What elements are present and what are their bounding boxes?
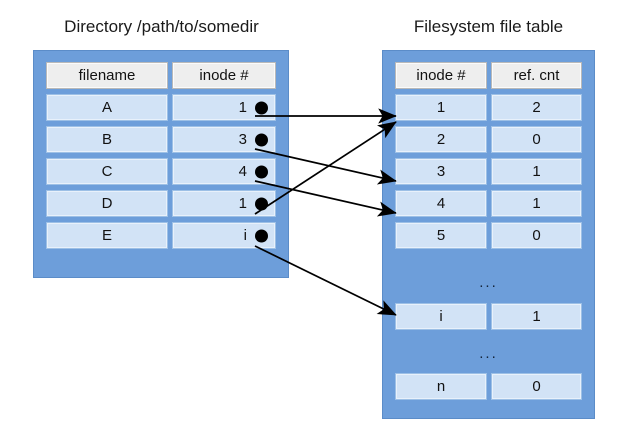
file-table-row-4[interactable]: 4 1	[395, 190, 582, 217]
directory-inode-c: 4	[172, 158, 276, 185]
file-table-inode-n: n	[395, 373, 487, 400]
file-table-ellipsis-upper: ...	[479, 274, 498, 291]
directory-filename-b: B	[46, 126, 168, 153]
file-table-ellipsis-lower: ...	[479, 345, 498, 362]
file-table-refcnt-4: 1	[491, 190, 582, 217]
pointer-dot-e	[255, 229, 268, 242]
pointer-dot-a	[255, 101, 268, 114]
file-table-row-2[interactable]: 2 0	[395, 126, 582, 153]
file-table-inode-5: 5	[395, 222, 487, 249]
directory-inode-a: 1	[172, 94, 276, 121]
directory-filename-d: D	[46, 190, 168, 217]
file-table-row-1[interactable]: 1 2	[395, 94, 582, 121]
directory-title: Directory /path/to/somedir	[64, 17, 259, 36]
directory-inode-b-value: 3	[238, 131, 247, 148]
directory-row-b[interactable]: B 3	[46, 126, 276, 153]
directory-header-filename: filename	[46, 62, 168, 89]
file-table-refcnt-1: 2	[491, 94, 582, 121]
file-table-inode-2: 2	[395, 126, 487, 153]
directory-inode-c-value: 4	[238, 163, 247, 180]
pointer-dot-b	[255, 133, 268, 146]
directory-header-inode: inode #	[172, 62, 276, 89]
file-table-row-3[interactable]: 3 1	[395, 158, 582, 185]
file-table-refcnt-n: 0	[491, 373, 582, 400]
directory-filename-a: A	[46, 94, 168, 121]
file-table-inode-1: 1	[395, 94, 487, 121]
file-table-row-5[interactable]: 5 0	[395, 222, 582, 249]
file-table-refcnt-5: 0	[491, 222, 582, 249]
file-table-refcnt-2: 0	[491, 126, 582, 153]
file-table-inode-3: 3	[395, 158, 487, 185]
file-table-header-inode: inode #	[395, 62, 487, 89]
file-table-inode-i: i	[395, 303, 487, 330]
directory-inode-e: i	[172, 222, 276, 249]
directory-row-c[interactable]: C 4	[46, 158, 276, 185]
directory-filename-c: C	[46, 158, 168, 185]
file-table-refcnt-3: 1	[491, 158, 582, 185]
directory-filename-e: E	[46, 222, 168, 249]
directory-inode-e-value: i	[243, 227, 247, 244]
directory-inode-b: 3	[172, 126, 276, 153]
file-table-inode-4: 4	[395, 190, 487, 217]
file-table-header-refcnt: ref. cnt	[491, 62, 582, 89]
file-table-title: Filesystem file table	[413, 17, 564, 36]
directory-row-a[interactable]: A 1	[46, 94, 276, 121]
directory-row-d[interactable]: D 1	[46, 190, 276, 217]
directory-inode-d: 1	[172, 190, 276, 217]
file-table-header-row: inode # ref. cnt	[395, 62, 582, 89]
directory-panel: filename inode # A 1 B 3 C 4 D 1 E i	[33, 50, 289, 278]
file-table-row-i[interactable]: i 1	[395, 303, 582, 330]
directory-inode-a-value: 1	[238, 99, 247, 116]
file-table-refcnt-i: 1	[491, 303, 582, 330]
directory-header-row: filename inode #	[46, 62, 276, 89]
pointer-dot-c	[255, 165, 268, 178]
file-table-panel: inode # ref. cnt 1 2 2 0 3 1 4 1 5 0 ...…	[382, 50, 595, 419]
directory-inode-d-value: 1	[238, 195, 247, 212]
directory-row-e[interactable]: E i	[46, 222, 276, 249]
file-table-row-n[interactable]: n 0	[395, 373, 582, 400]
pointer-dot-d	[255, 197, 268, 210]
